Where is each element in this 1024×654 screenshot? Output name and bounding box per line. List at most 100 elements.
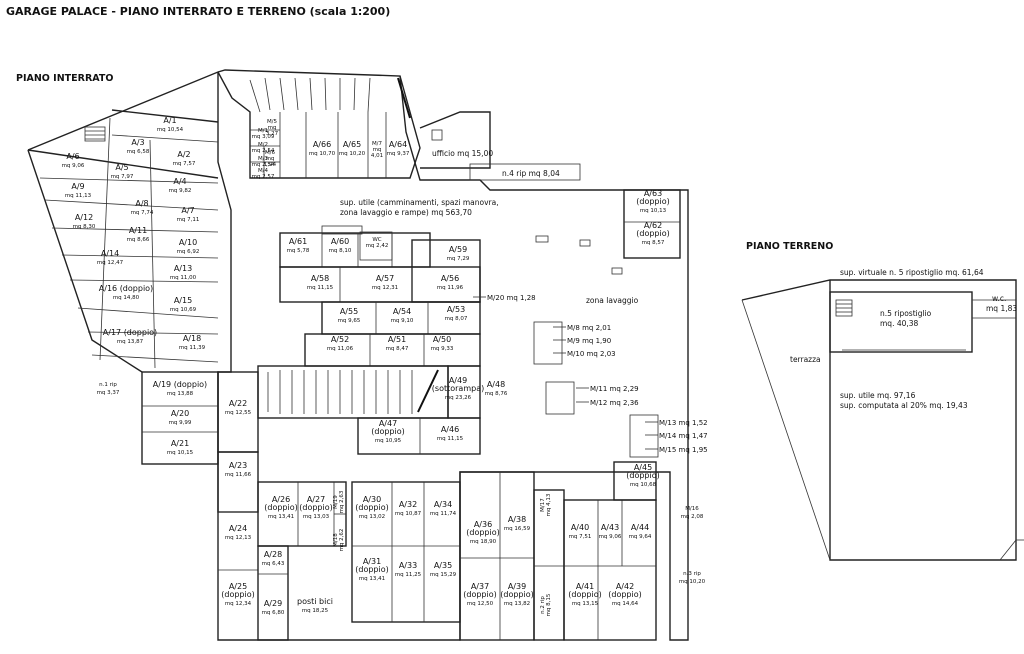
unit-a26: A/26(doppio)mq 13,41 <box>264 495 298 520</box>
unit-name: A/5 <box>115 163 128 172</box>
unit-name: A/50 <box>433 335 451 344</box>
unit-a7: A/7mq 7,11 <box>177 206 200 223</box>
unit-name: M/5 <box>267 119 278 125</box>
unit-area: mq 10,70 <box>309 151 336 157</box>
unit-name: A/65 <box>343 140 361 149</box>
unit-name: A/59 <box>449 245 467 254</box>
unit-area: mq 2,63 <box>339 490 345 513</box>
unit-a9: A/9mq 11,13 <box>65 182 92 199</box>
unit-sub: (doppio) <box>371 427 405 436</box>
office-block <box>419 111 581 181</box>
unit-area: mq 8,15 <box>546 593 552 616</box>
unit-name: M/1 <box>258 128 268 134</box>
unit-area: mq 12,34 <box>225 601 252 607</box>
unit-area: mq 5,78 <box>287 248 310 254</box>
side-labels: M/8 mq 2,01M/9 mq 1,90M/10 mq 2,03M/11 m… <box>473 294 708 454</box>
ground-section-title: PIANO TERRENO <box>746 241 833 252</box>
unit-name: A/61 <box>289 237 307 246</box>
bike-parking-area: mq 18,25 <box>302 608 329 614</box>
unit-area: mq 13,82 <box>504 601 530 607</box>
unit-sub: (doppio) <box>636 229 670 238</box>
unit-a16: A/16 (doppio)mq 14,80 <box>99 284 153 301</box>
unit-a45: A/45(doppio)mq 10,68 <box>626 463 660 488</box>
unit-labels: A/1mq 10,54A/2mq 7,57A/3mq 6,58A/4mq 9,8… <box>62 116 670 616</box>
unit-area: mq 8,30 <box>73 224 96 230</box>
unit-area: mq 9,33 <box>431 346 454 352</box>
unit-name: A/29 <box>264 599 282 608</box>
side-label-m13: M/13 mq 1,52 <box>659 419 708 427</box>
unit-area: mq 12,47 <box>97 260 124 266</box>
unit-area: mq 10,68 <box>630 482 657 488</box>
unit-area: mq 23,26 <box>445 395 472 401</box>
basement-section-title: PIANO INTERRATO <box>16 73 113 84</box>
storage-5-area: mq. 40,38 <box>880 319 919 328</box>
unit-a62: A/62(doppio)mq 8,57 <box>636 221 670 246</box>
unit-name: A/8 <box>135 199 148 208</box>
unit-name: A/66 <box>313 140 331 149</box>
unit-area: mq 16,59 <box>504 526 531 532</box>
unit-name: A/10 <box>179 238 197 247</box>
unit-name: A/15 <box>174 296 192 305</box>
unit-area: mq 11,25 <box>395 572 422 578</box>
unit-name: A/47 <box>379 419 397 428</box>
unit-name: A/46 <box>441 425 459 434</box>
unit-m4: M/4mq 2,57 <box>252 168 275 180</box>
unit-name: A/4 <box>173 177 186 186</box>
unit-name: A/34 <box>434 500 452 509</box>
unit-a8: A/8mq 7,74 <box>131 199 154 216</box>
unit-area: mq 6,58 <box>127 149 150 155</box>
unit-a36: A/36(doppio)mq 18,90 <box>466 520 500 545</box>
unit-a41: A/41(doppio)mq 13,15 <box>568 582 602 607</box>
unit-area: mq 13,15 <box>572 601 599 607</box>
north-ramp <box>217 71 421 179</box>
unit-area: mq 13,03 <box>303 514 330 520</box>
unit-sub: (doppio) <box>466 528 500 537</box>
unit-a30: A/30(doppio)mq 13,02 <box>355 495 389 520</box>
storage-1-area: mq 3,37 <box>97 390 120 396</box>
unit-sub: mq <box>268 125 277 131</box>
unit-name: A/14 <box>101 249 119 258</box>
unit-area: mq 8,10 <box>329 248 352 254</box>
unit-area: mq 2,57 <box>252 174 275 180</box>
unit-name: A/17 (doppio) <box>103 328 157 337</box>
unit-name: A/48 <box>487 380 505 389</box>
unit-name: M/19 <box>333 495 339 509</box>
unit-a49: A/49(sottorampa) mq 23,26 <box>432 376 484 401</box>
unit-name: n.2 rip <box>540 596 546 614</box>
unit-area: mq 12,50 <box>467 601 494 607</box>
ground-floor-outline <box>741 279 1024 561</box>
unit-area: mq 12,55 <box>225 410 252 416</box>
unit-a37: A/37(doppio)mq 12,50 <box>463 582 497 607</box>
unit-area: 4,01 <box>371 153 383 159</box>
unit-name: A/22 <box>229 399 247 408</box>
unit-a3: A/3mq 6,58 <box>127 138 150 155</box>
unit-name: A/49 <box>449 376 467 385</box>
ground-wc-label: w.c. <box>992 294 1006 303</box>
unit-name: A/31 <box>363 557 381 566</box>
unit-area: mq 13,02 <box>359 514 385 520</box>
unit-area: mq 11,96 <box>437 285 464 291</box>
unit-area: mq 2,54 <box>252 148 275 154</box>
unit-a1: A/1mq 10,54 <box>157 116 184 133</box>
unit-area: mq 11,15 <box>437 436 464 442</box>
unit-name: A/30 <box>363 495 381 504</box>
unit-name: A/39 <box>508 582 526 591</box>
unit-sub: (sottorampa) <box>432 384 484 393</box>
unit-area: mq 14,80 <box>113 295 140 301</box>
usable-area-line-1: sup. utile (camminamenti, spazi manovra, <box>340 198 499 207</box>
unit-a22: A/22 mq 12,55 <box>225 399 252 416</box>
unit-area: mq 18,90 <box>470 539 497 545</box>
unit-name: A/44 <box>631 523 649 532</box>
unit-m2: M/2mq 2,54 <box>252 142 275 154</box>
unit-area: mq 8,47 <box>386 346 409 352</box>
